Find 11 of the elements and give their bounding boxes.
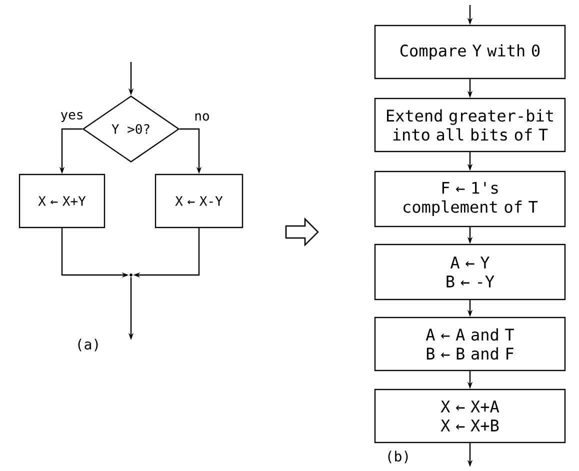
panel-label: (a) (78, 338, 98, 352)
edge-label: no (195, 113, 209, 121)
process-box: Compare Y with 0 (374, 24, 566, 80)
edge-label: yes (60, 112, 82, 122)
process-box: A ← A and T B ← B and F (374, 316, 566, 372)
process-box: A ← Y B ← -Y (374, 244, 566, 300)
process-box: X ← X+A X ← X+B (374, 388, 566, 444)
process-box: Extend greater-bit into all bits of T (374, 98, 566, 152)
process-box: X ← X+Y (18, 174, 106, 228)
process-box: F ← 1's complement of T (374, 170, 566, 228)
process-box: X ← X-Y (154, 174, 244, 228)
